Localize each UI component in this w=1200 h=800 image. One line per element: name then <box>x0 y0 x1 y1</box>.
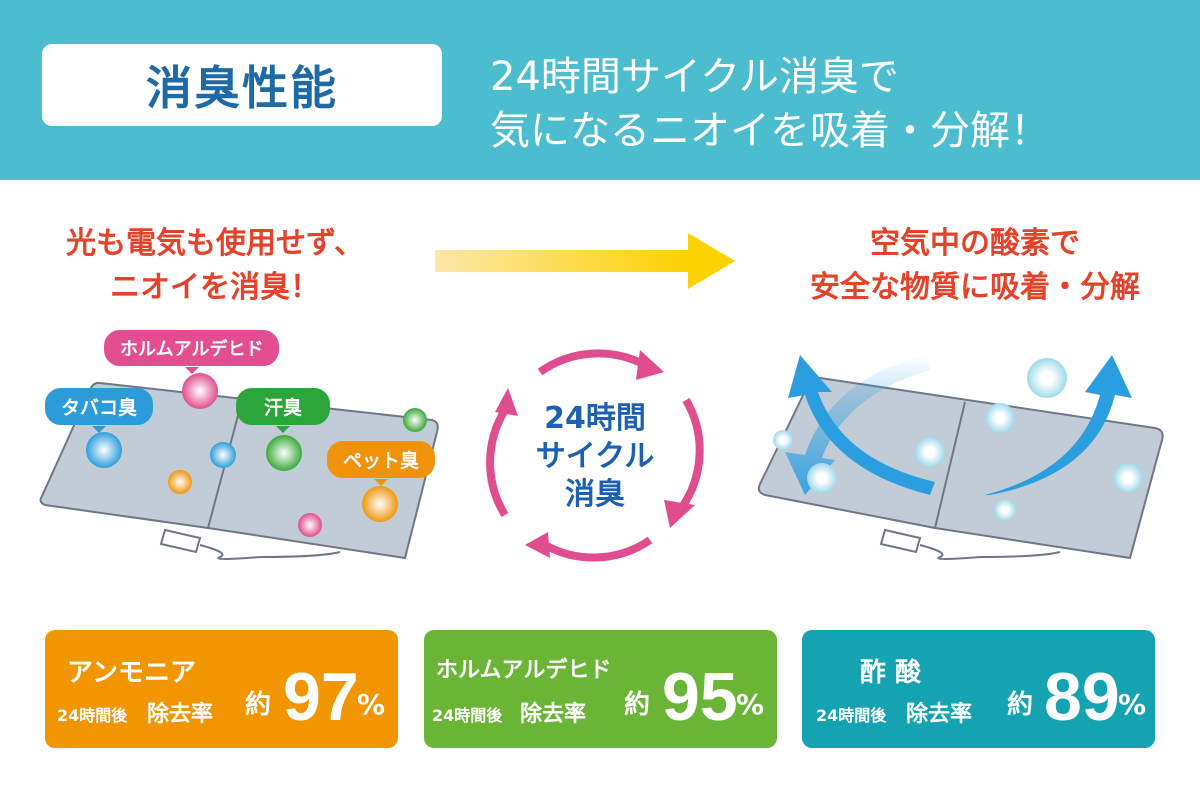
card-name: ホルムアルデヒド <box>436 658 612 683</box>
removal-card-ammonia: アンモニア 24時間後 除去率 約 97 % <box>45 630 398 748</box>
cycle-arrows <box>486 349 704 562</box>
card-approx: 約 <box>624 690 651 720</box>
card-rate-label: 除去率 <box>906 702 973 727</box>
left-caption: 光も電気も使用せず、 ニオイを消臭！ <box>30 222 400 310</box>
card-value: 97 <box>283 659 359 735</box>
diagram-graphics <box>39 233 1164 562</box>
card-approx: 約 <box>1007 690 1034 720</box>
card-unit: % <box>357 688 386 721</box>
card-rate-label: 除去率 <box>520 702 587 727</box>
odor-tag-pet: ペット臭 <box>327 441 436 486</box>
left-caption-line-2: ニオイを消臭！ <box>110 270 320 305</box>
card-value: 89 <box>1044 659 1120 735</box>
card-rate-label: 除去率 <box>147 702 214 727</box>
odor-tag-tobacco: タバコ臭 <box>45 388 154 433</box>
card-value: 95 <box>662 659 738 735</box>
odor-molecules <box>86 373 427 537</box>
page-title: 消臭性能 <box>42 44 442 126</box>
card-unit: % <box>736 688 765 721</box>
removal-card-formaldehyde: ホルムアルデヒド 24時間後 除去率 約 95 % <box>424 630 777 748</box>
right-caption: 空気中の酸素で 安全な物質に吸着・分解 <box>770 222 1180 310</box>
cycle-line-3: 消臭 <box>565 477 625 512</box>
right-caption-line-2: 安全な物質に吸着・分解 <box>810 270 1140 305</box>
subtitle-line-1: 24時間サイクル消臭で <box>490 54 899 100</box>
clean-air-bubbles <box>773 358 1143 521</box>
cycle-label: 24時間 サイクル 消臭 <box>520 400 670 514</box>
card-name: アンモニア <box>67 658 196 688</box>
cycle-line-2: サイクル <box>535 439 655 474</box>
card-after-label: 24時間後 <box>816 706 887 725</box>
card-name: 酢 酸 <box>860 658 922 688</box>
card-approx: 約 <box>245 690 272 720</box>
right-caption-line-1: 空気中の酸素で <box>870 226 1080 261</box>
card-unit: % <box>1118 688 1147 721</box>
subtitle-line-2: 気になるニオイを吸着・分解！ <box>490 108 1050 154</box>
odor-tag-sweat: 汗臭 <box>236 388 331 433</box>
air-flow-arrows <box>785 355 1132 495</box>
yellow-arrow <box>435 233 735 289</box>
odor-tag-formaldehyde: ホルムアルデヒド <box>104 330 280 374</box>
cycle-line-1: 24時間 <box>544 401 646 436</box>
left-caption-line-1: 光も電気も使用せず、 <box>66 226 364 261</box>
card-after-label: 24時間後 <box>432 706 503 725</box>
card-after-label: 24時間後 <box>57 706 128 725</box>
removal-card-acetic-acid: 酢 酸 24時間後 除去率 約 89 % <box>802 630 1155 748</box>
